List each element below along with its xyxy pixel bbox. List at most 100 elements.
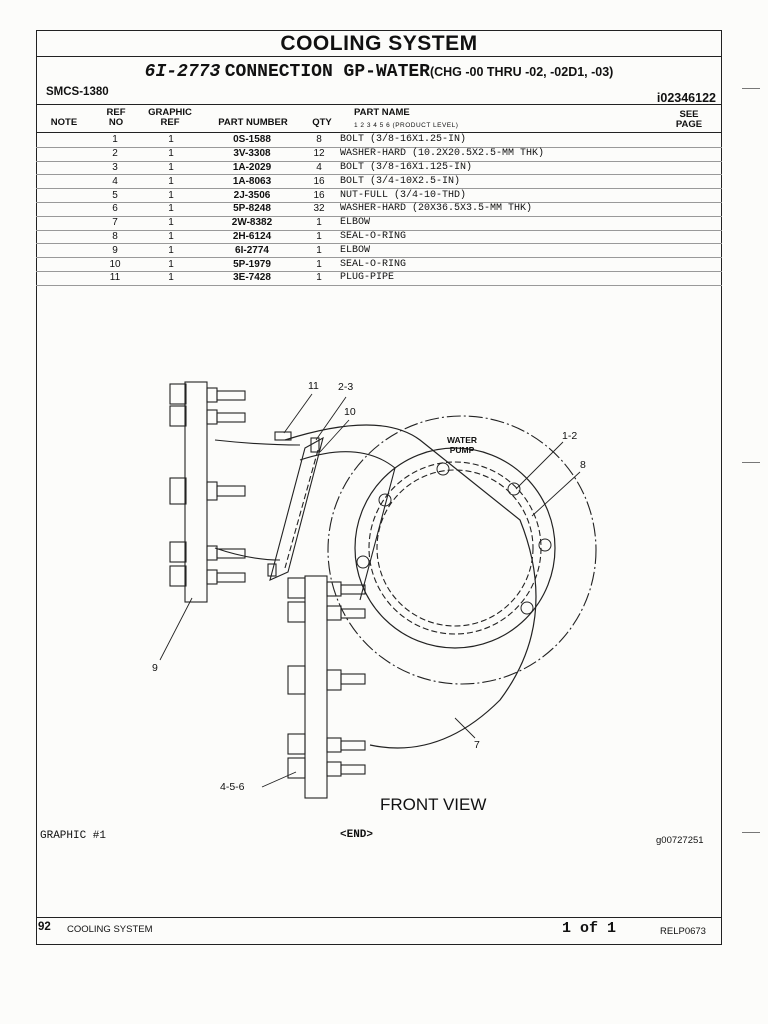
group-part-number: 6I-2773 (144, 62, 221, 82)
elbow-9-hidden (284, 449, 319, 569)
bolt-hole (538, 538, 552, 552)
part-number-cell: 2H-6124 (206, 230, 298, 245)
ref-cell: 1 (94, 134, 136, 148)
part-name-cell: SEAL-O-RING (340, 257, 662, 272)
footer-page-number: 92 (38, 921, 51, 933)
part-number-cell: 3V-3308 (206, 147, 298, 162)
part-name-cell: NUT-FULL (3/4-10-THD) (340, 188, 662, 203)
ref-cell: 5 (94, 188, 136, 203)
see-page-cell (662, 134, 722, 148)
column-header-divider (36, 132, 722, 133)
qty-cell: 4 (298, 161, 340, 176)
footer-release: RELP0673 (660, 926, 706, 937)
page-frame (36, 30, 722, 945)
ref-cell: 7 (94, 216, 136, 231)
graphic-label: GRAPHIC #1 (40, 830, 107, 842)
col-part-name: PART NAME (354, 107, 410, 118)
note-cell (36, 243, 94, 259)
page-title: COOLING SYSTEM (280, 32, 478, 55)
qty-cell: 1 (298, 243, 340, 259)
see-page-cell (662, 230, 722, 245)
ref-cell: 2 (94, 147, 136, 162)
qty-cell: 12 (298, 147, 340, 162)
bolt-hole (436, 462, 450, 476)
qty-cell: 1 (298, 230, 340, 245)
graphic-ref-cell: 1 (136, 161, 206, 176)
group-name: CONNECTION GP-WATER (224, 62, 430, 82)
callout-1-2: 1-2 (562, 430, 577, 442)
note-cell (36, 230, 94, 245)
graphic-ref-cell: 1 (136, 216, 206, 231)
bolt-hole (356, 555, 370, 569)
note-cell (36, 202, 94, 217)
pump-label-line2: PUMP (450, 445, 475, 455)
part-number-cell: 2J-3506 (206, 188, 298, 203)
qty-cell: 16 (298, 174, 340, 190)
col-part-number: PART NUMBER (218, 117, 288, 128)
ref-cell: 10 (94, 257, 136, 272)
part-number-cell: 5P-1979 (206, 257, 298, 272)
seal-o-ring-10 (310, 437, 320, 453)
see-page-cell (662, 147, 722, 162)
note-cell (36, 134, 94, 148)
bolt-hole (507, 482, 521, 496)
qty-cell: 1 (298, 216, 340, 231)
graphic-ref-cell: 1 (136, 243, 206, 259)
callout-8: 8 (580, 459, 586, 471)
ref-cell: 8 (94, 230, 136, 245)
note-cell (36, 147, 94, 162)
margin-mark (742, 88, 760, 89)
qty-cell: 1 (298, 257, 340, 272)
see-page-cell (662, 174, 722, 190)
plug-pipe-11 (274, 431, 292, 441)
graphic-ref-cell: 1 (136, 202, 206, 217)
see-page-cell (662, 257, 722, 272)
pump-bore (368, 461, 542, 635)
part-name-cell: WASHER-HARD (20X36.5X3.5-MM THK) (340, 202, 662, 217)
ref-cell: 3 (94, 161, 136, 176)
graphic-ref-cell: 1 (136, 271, 206, 286)
note-cell (36, 161, 94, 176)
part-number-cell: 1A-8063 (206, 174, 298, 190)
document-id: i02346122 (656, 91, 716, 105)
fitting (267, 563, 277, 577)
leader-lines (159, 393, 581, 788)
part-name-cell: BOLT (3/8-16X1.125-IN) (340, 161, 662, 176)
elbow-7 (284, 424, 537, 749)
graphic-number: g00727251 (656, 835, 704, 846)
col-ref-no-line1: REF (106, 107, 126, 118)
left-flange (184, 381, 208, 603)
ref-cell: 11 (94, 271, 136, 286)
callout-10: 10 (344, 406, 356, 418)
pump-seal-ring (376, 469, 534, 627)
note-cell (36, 188, 94, 203)
part-name-cell: ELBOW (340, 216, 662, 231)
callout-2-3: 2-3 (338, 381, 353, 393)
callout-9: 9 (152, 662, 158, 674)
graphic-ref-cell: 1 (136, 134, 206, 148)
bolt-hole (520, 601, 534, 615)
footer-divider (36, 917, 722, 918)
elbow-9-body (269, 436, 324, 581)
col-graphic-ref-line2: REF (160, 117, 180, 128)
note-cell (36, 271, 94, 286)
smcs-code: SMCS-1380 (46, 86, 109, 98)
part-number-cell: 0S-1588 (206, 134, 298, 148)
qty-cell: 1 (298, 271, 340, 286)
group-title: 6I-2773 CONNECTION GP-WATER(CHG -00 THRU… (36, 62, 722, 82)
margin-mark (742, 462, 760, 463)
callout-11: 11 (308, 380, 319, 392)
lower-flange (304, 575, 328, 799)
note-cell (36, 216, 94, 231)
part-number-cell: 5P-8248 (206, 202, 298, 217)
end-label: <END> (340, 829, 374, 841)
note-cell (36, 257, 94, 272)
lower-bolt-group (287, 577, 366, 779)
ref-cell: 4 (94, 174, 136, 190)
